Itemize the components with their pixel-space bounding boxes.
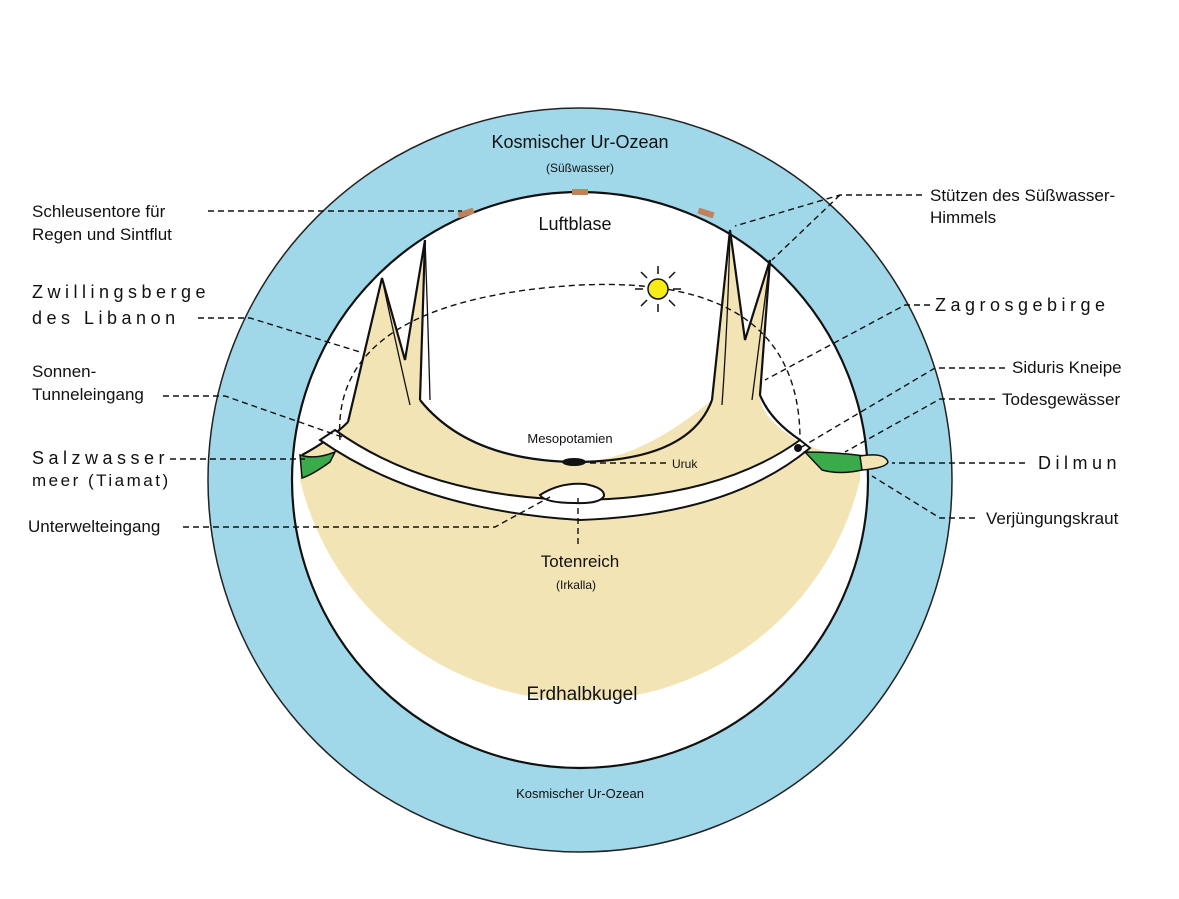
salt-sea-label-2: meer (Tiamat) <box>32 471 171 490</box>
underworld-sub-label: (Irkalla) <box>556 578 596 592</box>
sluice-gate <box>457 207 475 219</box>
underworld-chamber <box>538 482 606 505</box>
sluice-gates-label-1: Schleusentore für <box>32 202 166 221</box>
sun-tunnel-label-2: Tunneleingang <box>32 385 144 404</box>
siduri-dot <box>794 444 802 452</box>
sun-path <box>338 283 801 441</box>
death-waters-label: Todesgewässer <box>1002 390 1120 409</box>
earth-label: Erdhalbkugel <box>527 684 638 705</box>
uruk-label: Uruk <box>672 457 698 471</box>
pillars-label-1: Stützen des Süßwasser- <box>930 186 1115 205</box>
uruk-marker <box>562 458 586 466</box>
ocean-bottom-label: Kosmischer Ur-Ozean <box>516 786 644 801</box>
zagros-mountains-shape <box>710 229 801 441</box>
twin-mountains-shape <box>346 239 427 423</box>
ocean-top-sub-label: (Süßwasser) <box>546 161 614 175</box>
mesopotamia-label: Mesopotamien <box>527 431 612 446</box>
dilmun-label: Dilmun <box>1038 453 1121 473</box>
underworld-label: Totenreich <box>541 552 619 571</box>
sun-tunnel-label-1: Sonnen- <box>32 362 96 381</box>
herb-label: Verjüngungskraut <box>986 509 1119 528</box>
sun-icon <box>635 266 681 312</box>
sluice-gate <box>697 207 715 219</box>
dilmun-tongue <box>859 454 889 471</box>
sluice-gate <box>572 189 588 195</box>
underworld-entrance-label: Unterwelteingang <box>28 517 160 536</box>
leader-lines <box>163 194 1025 545</box>
twin-mountains-label-1: Zwillingsberge <box>32 282 210 302</box>
twin-mountains-label-2: des Libanon <box>32 308 180 328</box>
salt-sea-label-1: Salzwasser <box>32 448 169 468</box>
ocean-top-label: Kosmischer Ur-Ozean <box>491 132 668 152</box>
siduri-label: Siduris Kneipe <box>1012 358 1122 377</box>
zagros-label: Zagrosgebirge <box>935 295 1110 315</box>
sluice-gates-label-2: Regen und Sintflut <box>32 225 172 244</box>
pillars-label-2: Himmels <box>930 208 996 227</box>
air-bubble-label: Luftblase <box>538 214 611 234</box>
salt-sea <box>299 450 337 479</box>
